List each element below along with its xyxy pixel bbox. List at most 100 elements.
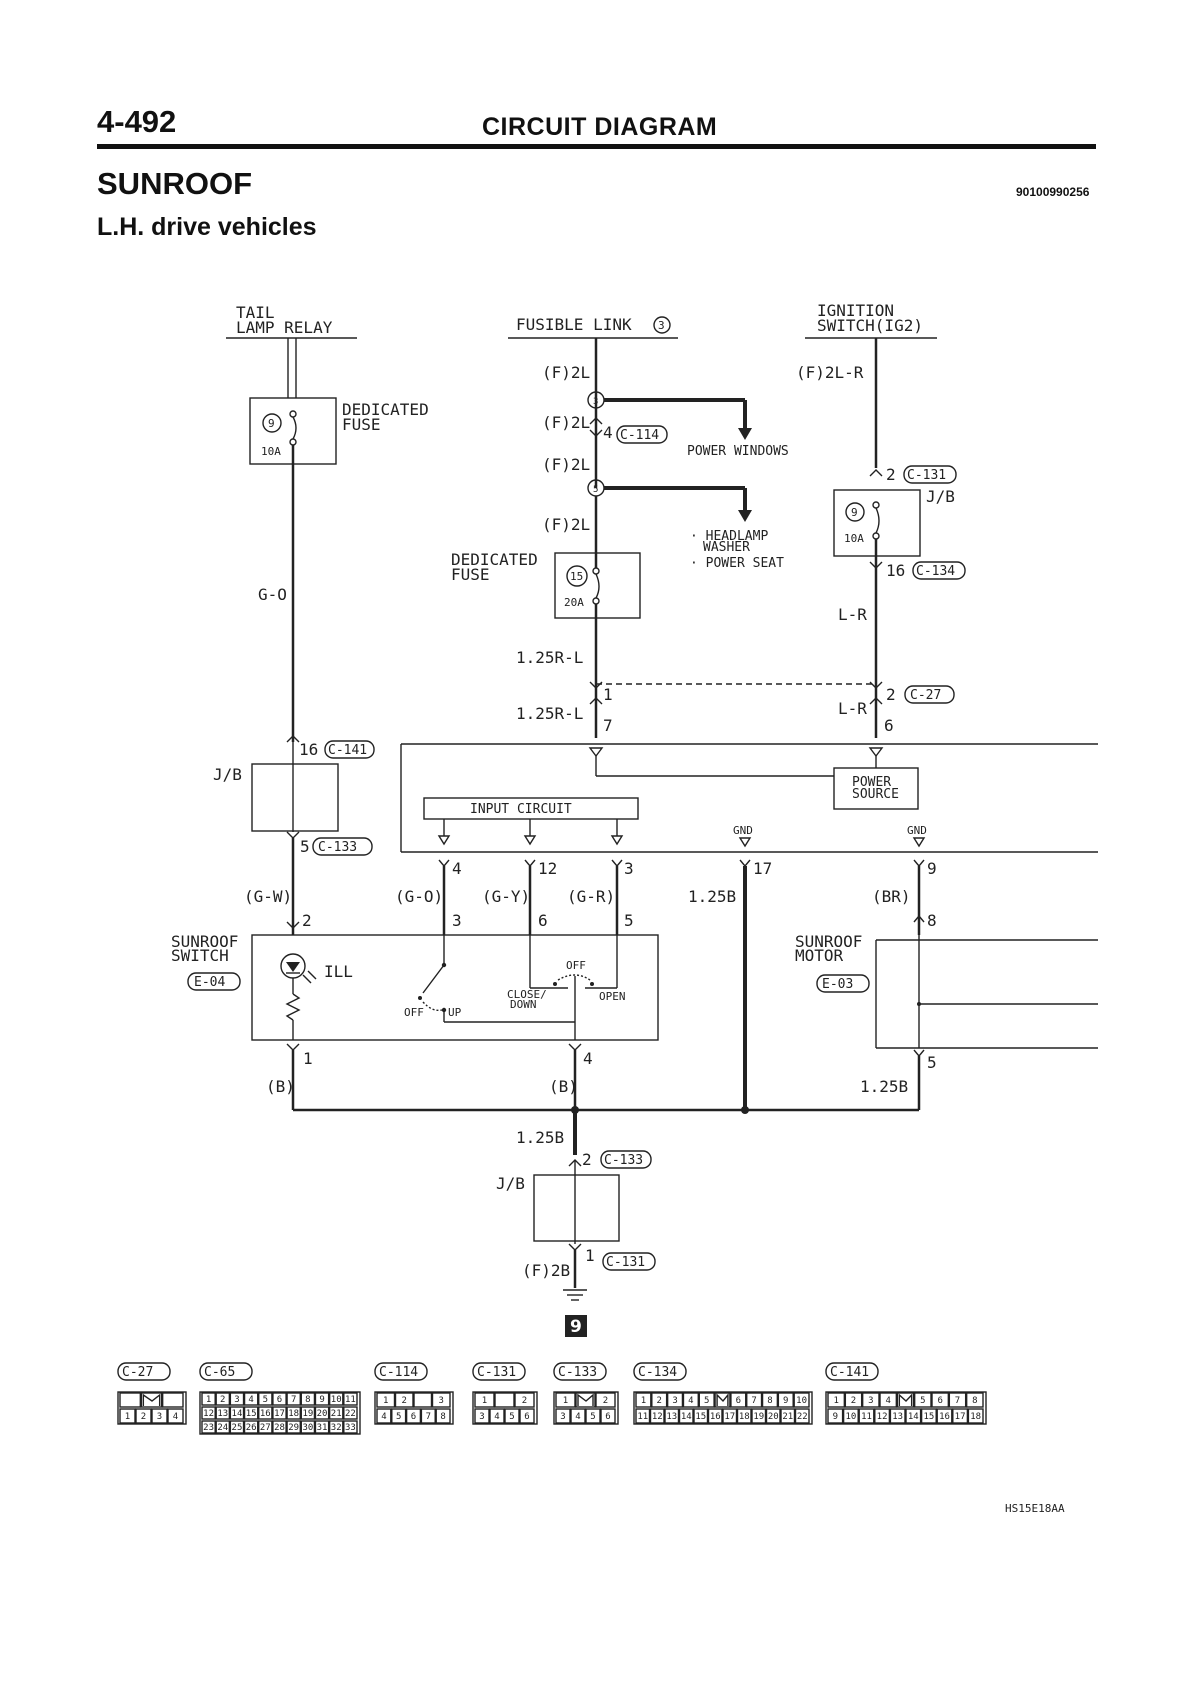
- connector-pin-cell: [751, 1408, 767, 1424]
- splice-5-label: 5: [593, 485, 598, 495]
- connector-pin-number: 1: [206, 1395, 211, 1405]
- power-source-box: [833, 767, 919, 810]
- connector-pin-cell: [905, 1408, 922, 1424]
- connector-pin-number: 18: [970, 1412, 981, 1422]
- fuse-element: [292, 416, 297, 440]
- c27-pin-6: 6: [884, 716, 894, 735]
- wire-label-f2l-4: (F)2L: [542, 515, 590, 534]
- tail-lamp-relay-label-1: TAIL: [236, 303, 275, 322]
- connector-view-body: [825, 1391, 987, 1425]
- connector-pin-number: 6: [937, 1396, 942, 1406]
- wire-label-1-25b: 1.25B: [688, 887, 736, 906]
- wire-label-lr-2: L-R: [838, 699, 867, 718]
- connector-pin-cell: [489, 1408, 505, 1424]
- connector-pin-cell: [842, 1408, 859, 1424]
- connector-pin-cell: [666, 1392, 684, 1408]
- connector-pin-cell: [201, 1420, 216, 1434]
- switch-contact: [553, 982, 557, 986]
- connector-pin-cell: [229, 1406, 245, 1420]
- connector-pin-number: 3: [560, 1412, 565, 1422]
- connector-pin-cell: [201, 1406, 216, 1420]
- ground-point-badge: [565, 1315, 587, 1337]
- motor-junction: [917, 1002, 921, 1006]
- connector-pin-number: 1: [482, 1396, 487, 1406]
- connector-pin-cell: [765, 1408, 781, 1424]
- connector-pin-cell: [555, 1392, 576, 1408]
- e03-connector-oval: [816, 974, 870, 993]
- connector-pin-cell: [420, 1408, 436, 1424]
- switch-pin-4: 4: [583, 1049, 593, 1068]
- c131-pin: 2: [886, 465, 896, 484]
- connector-pin-cell: [431, 1392, 451, 1408]
- connector-pin-number: 7: [751, 1396, 756, 1406]
- fuse-terminal: [872, 532, 880, 540]
- connector-pin-cell: [161, 1392, 184, 1408]
- connector-pin-number: 1: [563, 1396, 568, 1406]
- connector-pin-number: 9: [783, 1396, 788, 1406]
- connector-view-body: [117, 1391, 187, 1425]
- connector-pin-cell: [948, 1392, 967, 1408]
- connector-key-mark: [142, 1393, 161, 1406]
- fuse-number-circle: [845, 502, 865, 522]
- connector-pin-number: 17: [724, 1412, 735, 1422]
- connector-arrow: [286, 1043, 300, 1051]
- etacs-pin-4: 4: [452, 859, 462, 878]
- left-column-circuit: DEDICATED FUSE 9 10A G-O 16 C-141 J/B 5 …: [213, 338, 429, 935]
- wire-label-125rl-1: 1.25R-L: [516, 648, 583, 667]
- ignition-label-1: IGNITION: [817, 301, 894, 320]
- c27-label: C-27: [910, 688, 941, 703]
- connector-view-body: [633, 1391, 813, 1425]
- connector-pin-cell: [435, 1408, 451, 1424]
- connector-pin-cell: [730, 1392, 747, 1408]
- fuse-number-circle: [262, 413, 282, 433]
- connector-arrow: [869, 681, 883, 689]
- gnd-label-1: GND: [733, 824, 753, 837]
- dedicated-fuse-box-mid: [554, 552, 641, 619]
- connector-pin-cell: [215, 1406, 231, 1420]
- connector-pin-cell: [952, 1408, 969, 1424]
- connector-pin-number: 3: [439, 1396, 444, 1406]
- tail-lamp-relay-source: TAIL LAMP RELAY: [226, 303, 357, 339]
- sunroof-motor: SUNROOF MOTOR E-03 5 1.25B: [795, 932, 1098, 1110]
- connector-pin-cell: [777, 1392, 794, 1408]
- ground-junction: [741, 1106, 749, 1114]
- connector-pin-cell: [936, 1408, 953, 1424]
- connector-pin-number: 4: [248, 1395, 253, 1405]
- connector-pin-cell: [215, 1392, 231, 1406]
- updown-switch-blade: [422, 964, 445, 994]
- connector-pin-number: 3: [868, 1396, 873, 1406]
- c131b-connector-oval: [602, 1252, 656, 1271]
- connector-view-label: C-134: [638, 1365, 677, 1380]
- connector-arrow: [913, 1049, 925, 1058]
- connector-view-label-oval: [374, 1362, 428, 1381]
- connector-pin-number: 8: [305, 1395, 310, 1405]
- fuse-terminal: [289, 438, 297, 446]
- connector-pin-cell: [879, 1392, 898, 1408]
- connector-arrow: [869, 561, 883, 569]
- connector-pin-cell: [920, 1408, 937, 1424]
- connector-pin-cell: [405, 1408, 422, 1424]
- connector-pin-cell: [376, 1392, 396, 1408]
- power-seat-label: · POWER SEAT: [690, 556, 784, 571]
- connector-view-body: [553, 1391, 619, 1425]
- connector-pin-number: 13: [666, 1412, 677, 1422]
- open-label: OPEN: [599, 990, 626, 1003]
- input-arrow: [437, 835, 451, 846]
- connector-pin-cell: [272, 1392, 287, 1406]
- connector-pin-cell: [514, 1392, 535, 1408]
- connector-pin-number: 9: [319, 1395, 324, 1405]
- switch-pin-1: 1: [303, 1049, 313, 1068]
- connector-pin-number: 26: [246, 1423, 257, 1433]
- connector-pin-cell: [300, 1406, 316, 1420]
- connector-pin-cell: [376, 1408, 392, 1424]
- connector-pin-cell: [858, 1408, 875, 1424]
- fuse-terminal: [592, 597, 600, 605]
- fuse-terminal: [872, 501, 880, 509]
- page-number: 4-492: [97, 104, 177, 139]
- wire-label-1-25b-right: 1.25B: [860, 1077, 908, 1096]
- etacs-pin-3: 3: [624, 859, 634, 878]
- connector-key-mark: [577, 1393, 594, 1406]
